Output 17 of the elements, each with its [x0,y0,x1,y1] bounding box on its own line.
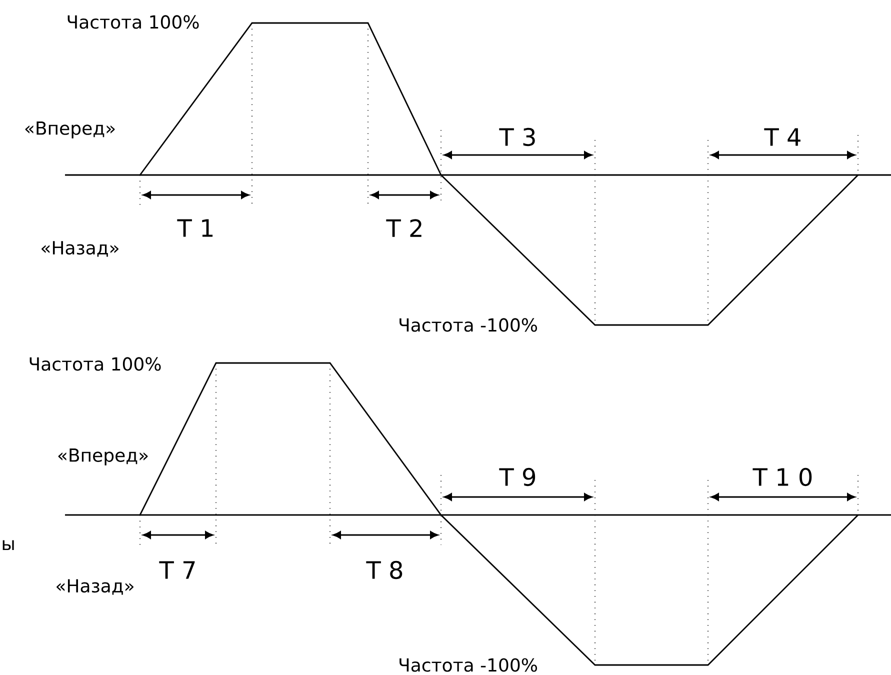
frequency-label: Частота -100% [400,318,537,332]
direction-label: «Назад» [42,241,118,257]
direction-label: «Вперед» [25,122,115,138]
time-label: T 9 [499,468,536,486]
direction-label: «Назад» [56,579,134,595]
text-fragment: ы [2,540,14,550]
frequency-label: Частота 100% [30,357,161,371]
time-label: T 3 [499,128,535,146]
time-label: T 1 0 [752,468,812,486]
time-label: T 1 [177,219,213,237]
direction-label: «Вперед» [58,448,148,466]
time-label: T 7 [159,561,195,579]
time-label: T 8 [366,560,402,580]
frequency-label: Частота -100% [400,658,537,672]
time-label: T 4 [764,128,800,146]
time-label: T 2 [386,219,422,237]
frequency-label: Частота 100% [68,15,199,29]
